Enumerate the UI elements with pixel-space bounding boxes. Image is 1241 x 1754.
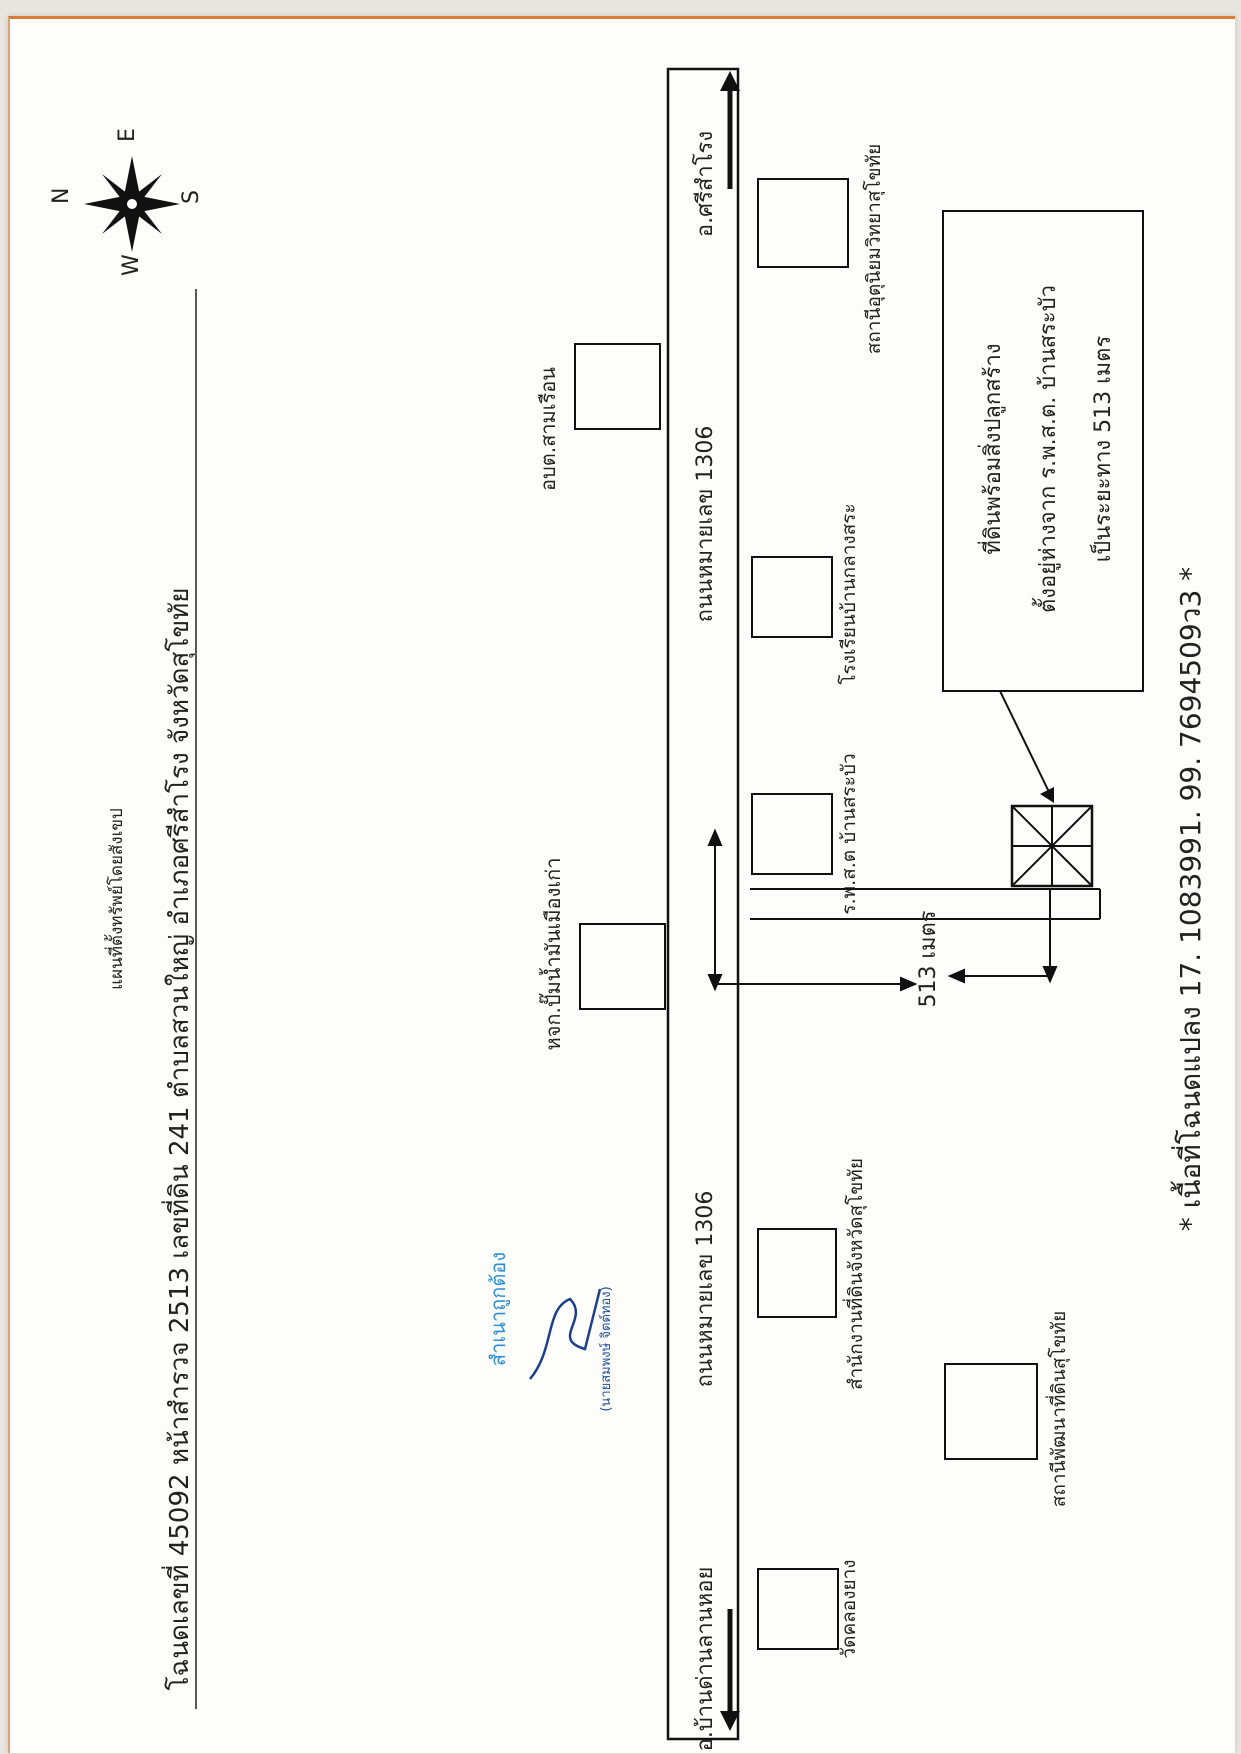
label-temple: วัดคลองยาง [838,1559,860,1658]
label-gas-station: หจก.ปั๊มน้ำมันเมืองเก่า [538,858,565,1051]
arrow-bottom-icon [720,1609,740,1731]
note-line-2: ตั้งอยู่ห่างจาก ร.พ.ส.ต. บ้านสระบัว [1032,285,1061,613]
property-parcel [1010,804,1094,888]
box-gas-station [579,923,666,1010]
compass-n: N [49,188,74,204]
note-box [942,210,1144,692]
road-label-lower: ถนนหมายเลข 1306 [693,1191,718,1388]
compass-w: W [119,254,144,276]
label-land-office: สำนักงานที่ดินจังหวัดสุโขทัย [842,1158,868,1390]
note-pointer-arrow [999,690,1054,803]
label-school: โรงเรียนบ้านกลางสระ [837,503,860,684]
deed-header: โฉนดเลขที่ 45092 หน้าสำรวจ 2513 เลขที่ดิ… [161,588,195,1691]
signature-icon [529,1288,602,1380]
label-land-dev: สถานีพัฒนาที่ดินสุโขทัย [1045,1311,1071,1507]
box-meteo [757,178,849,268]
distance-label: 513 เมตร [916,910,941,1007]
box-health-center [751,793,833,875]
approval-stamp: สำเนาถูกต้อง [486,1252,511,1366]
compass-rose: N E S W [49,128,204,276]
box-land-dev [944,1363,1038,1460]
map-title: แผนที่ตั้งทรัพย์โดยสังเขป [104,808,127,990]
box-sao [574,343,661,430]
label-health-center: ร.พ.ส.ต บ้านสระบัว [838,753,860,914]
property-location-map: แผนที่ตั้งทรัพย์โดยสังเขป โฉนดเลขที่ 450… [49,67,1207,1752]
label-meteo: สถานีอุตุนิยมวิทยาสุโขทัย [862,144,886,355]
map-sheet: แผนที่ตั้งทรัพย์โดยสังเขป โฉนดเลขที่ 450… [8,16,1235,1753]
road-end-right: อ.ศรีสำโรง [692,131,718,237]
road-label-upper: ถนนหมายเลข 1306 [693,426,718,623]
note-line-3: เป็นระยะทาง 513 เมตร [1088,336,1116,563]
box-temple [757,1568,839,1650]
footer-note: * เนื้อที่โฉนดแปลง 17. 1083991. 99. 7694… [1170,567,1207,1231]
label-sao: อบต.สามเรือน [536,367,560,491]
compass-s: S [179,190,204,204]
box-land-office [757,1228,837,1318]
road-1306 [666,67,740,1741]
box-school [751,556,833,638]
signer-name: (นายสมพงษ์ จิตต์ทอง) [598,1286,614,1411]
compass-e: E [115,128,140,142]
distance-dimension [707,828,1058,992]
arrow-top-icon [720,71,740,189]
road-end-left: อ.บ้านด่านลานหอย [693,1567,718,1752]
note-line-1: ที่ดินพร้อมสิ่งปลูกสร้าง [977,343,1006,554]
